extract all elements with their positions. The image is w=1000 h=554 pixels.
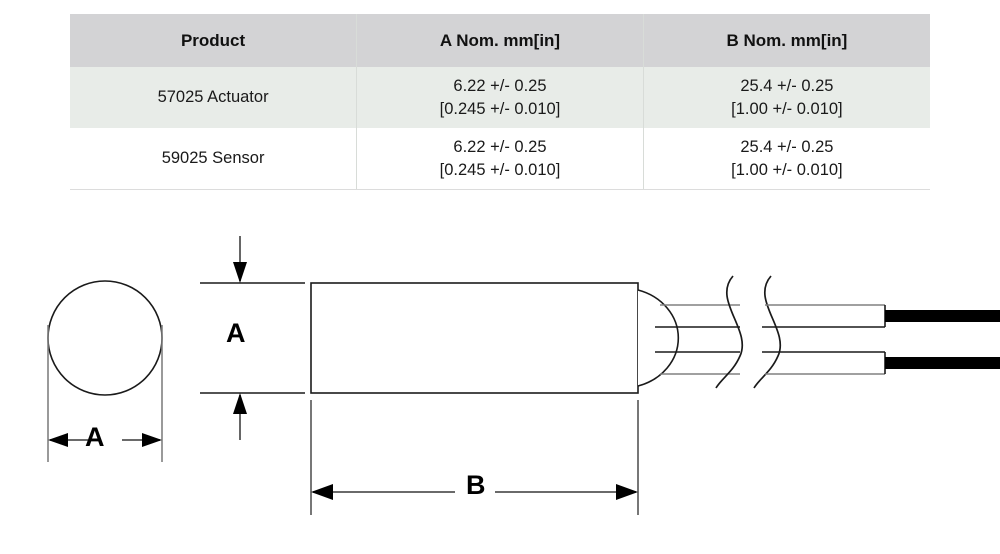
body-height-arrow-bottom [233,393,247,414]
dimension-label-circle-diameter: A [85,422,105,452]
upper-cable-black-tip [885,310,1000,322]
end-view-circle [47,280,163,396]
circle-dim-arrow-left [48,433,68,447]
table-header: Product A Nom. mm[in] B Nom. mm[in] [70,14,930,67]
body-length-arrow-left [311,484,333,500]
cell-b-nominal: 25.4 +/- 0.25 [1.00 +/- 0.010] [643,67,930,128]
table-row: 57025 Actuator 6.22 +/- 0.25 [0.245 +/- … [70,67,930,128]
column-header-b-nominal: B Nom. mm[in] [726,30,848,50]
body-height-arrow-top [233,262,247,283]
cell-a-nominal: 6.22 +/- 0.25 [0.245 +/- 0.010] [356,128,644,190]
cell-b-in: [1.00 +/- 0.010] [731,160,843,179]
technical-drawing [47,236,1000,515]
cell-a-mm: 6.22 +/- 0.25 [453,138,547,157]
body-rectangle [310,282,639,394]
break-symbol-left [715,275,743,389]
cell-a-in: [0.245 +/- 0.010] [439,160,561,179]
cell-b-mm: 25.4 +/- 0.25 [740,77,834,96]
cell-a-in: [0.245 +/- 0.010] [439,99,561,118]
circle-dim-arrow-right [142,433,162,447]
break-symbol-right [753,275,781,389]
column-header-a-nominal: A Nom. mm[in] [356,14,644,67]
table-row: 59025 Sensor 6.22 +/- 0.25 [0.245 +/- 0.… [70,128,930,190]
cell-product: 57025 Actuator [70,67,358,128]
cell-b-in: [1.00 +/- 0.010] [731,99,843,118]
cell-b-nominal: 25.4 +/- 0.25 [1.00 +/- 0.010] [643,128,930,190]
strain-relief-bulge [637,289,680,387]
cell-a-nominal: 6.22 +/- 0.25 [0.245 +/- 0.010] [356,67,644,128]
cell-b-mm: 25.4 +/- 0.25 [740,138,834,157]
dimension-label-body-length: B [466,470,486,500]
lower-cable-black-tip [885,357,1000,369]
body-length-arrow-right [616,484,638,500]
cell-a-mm: 6.22 +/- 0.25 [453,77,547,96]
column-header-product: Product [70,14,358,67]
table-header-row: Product A Nom. mm[in] B Nom. mm[in] [70,14,930,67]
dimension-label-body-height: A [226,318,246,348]
specification-table: Product A Nom. mm[in] B Nom. mm[in] 5702… [70,14,930,190]
table-body: 57025 Actuator 6.22 +/- 0.25 [0.245 +/- … [70,67,930,190]
cell-product: 59025 Sensor [70,128,358,190]
